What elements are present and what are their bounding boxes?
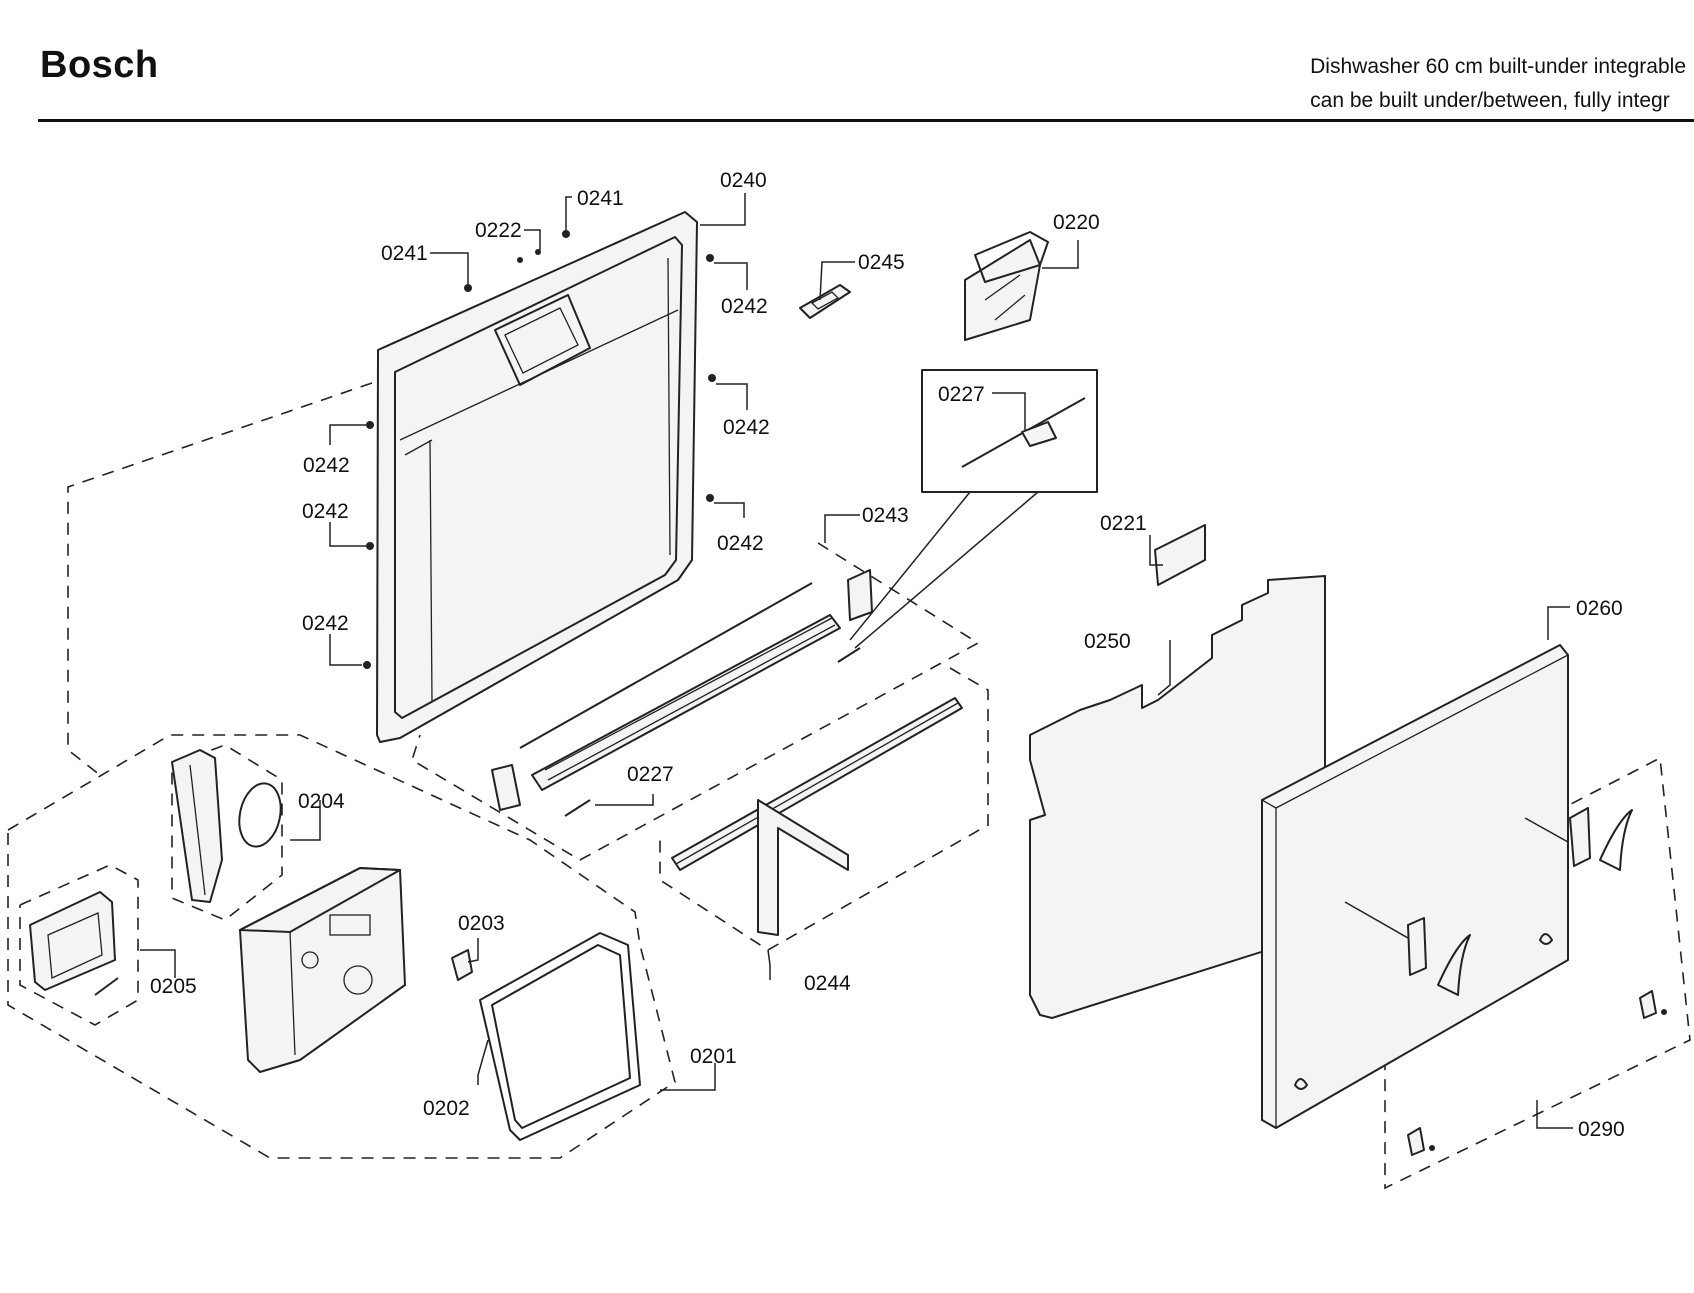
part-0201-module xyxy=(239,867,406,1073)
label-0245: 0245 xyxy=(858,251,905,274)
label-0221: 0221 xyxy=(1100,512,1147,535)
label-0242-upper-right: 0242 xyxy=(721,295,768,318)
part-0202-seal xyxy=(479,932,641,1141)
model-description: Dishwasher 60 cm built-under integrable … xyxy=(1310,50,1686,118)
part-0240-inner-door xyxy=(376,211,698,743)
part-0205-panel xyxy=(29,891,119,996)
label-0242-middle-left: 0242 xyxy=(302,500,349,523)
leader-lines xyxy=(140,193,1573,1129)
part-0243-rails xyxy=(491,569,873,817)
header-divider xyxy=(38,119,1694,122)
label-0222: 0222 xyxy=(475,219,522,242)
label-0243: 0243 xyxy=(862,504,909,527)
label-0227-inset: 0227 xyxy=(938,383,985,406)
label-0250: 0250 xyxy=(1084,630,1131,653)
part-0221-plate xyxy=(1154,524,1206,586)
part-0203-clip xyxy=(451,949,473,981)
brand-name: Bosch xyxy=(40,44,159,86)
part-0260-front-panel xyxy=(1261,644,1569,1129)
label-0241-top: 0241 xyxy=(577,187,624,210)
inset-box-0227 xyxy=(849,369,1098,649)
label-0205: 0205 xyxy=(150,975,197,998)
part-labels: 0240 0241 0241 0222 0245 0220 0242 0242 … xyxy=(150,169,1625,1141)
part-0245-clip xyxy=(799,284,851,319)
part-0204-handle xyxy=(171,749,282,903)
label-0242-middle-right: 0242 xyxy=(723,416,770,439)
group-outline-0243 xyxy=(411,542,980,861)
part-0220-cover xyxy=(964,231,1049,341)
label-0202: 0202 xyxy=(423,1097,470,1120)
label-0227-lower: 0227 xyxy=(627,763,674,786)
label-0204: 0204 xyxy=(298,790,345,813)
group-outline-0290 xyxy=(1384,756,1691,1190)
label-0201: 0201 xyxy=(690,1045,737,1068)
label-0242-lower-left: 0242 xyxy=(302,612,349,635)
label-0220: 0220 xyxy=(1053,211,1100,234)
label-0260: 0260 xyxy=(1576,597,1623,620)
part-0244-rail xyxy=(671,697,963,936)
part-0250-panel xyxy=(1029,575,1326,1019)
label-0241-left: 0241 xyxy=(381,242,428,265)
part-0290-hinges xyxy=(1344,807,1667,1156)
group-outline-0201 xyxy=(7,734,676,1159)
group-outline-door xyxy=(67,382,373,776)
group-outline-0204 xyxy=(171,744,283,921)
model-description-line-1: Dishwasher 60 cm built-under integrable xyxy=(1310,55,1686,78)
label-0203: 0203 xyxy=(458,912,505,935)
group-outline-0244 xyxy=(659,667,989,951)
screw-markers xyxy=(363,230,716,669)
label-0240: 0240 xyxy=(720,169,767,192)
label-0242-upper-left: 0242 xyxy=(303,454,350,477)
label-0290: 0290 xyxy=(1578,1118,1625,1141)
model-description-line-2: can be built under/between, fully integr xyxy=(1310,89,1670,112)
label-0244: 0244 xyxy=(804,972,851,995)
label-0242-lower-right: 0242 xyxy=(717,532,764,555)
group-outline-0205 xyxy=(19,864,139,1026)
